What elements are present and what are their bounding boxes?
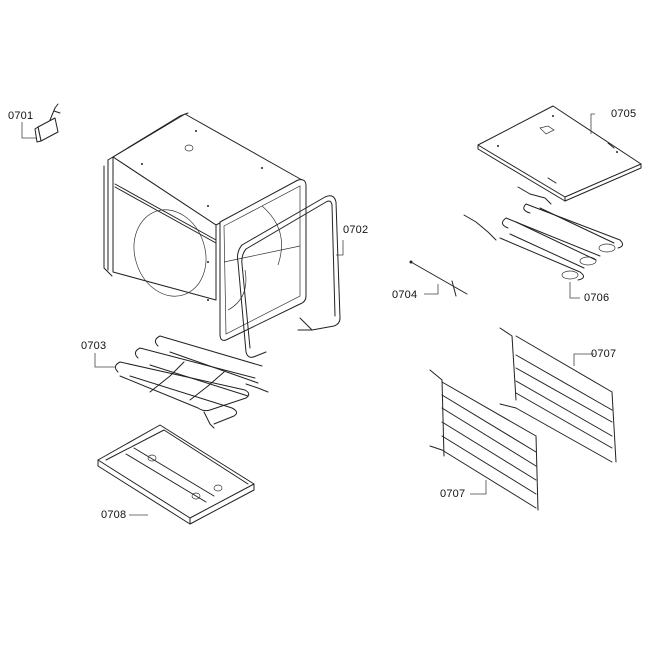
part-0704-probe <box>409 260 468 297</box>
part-0706-top-element <box>463 186 624 281</box>
part-0708-bottom-plate <box>97 424 255 525</box>
part-oven-cavity <box>103 112 307 341</box>
part-0701-sensor <box>34 103 61 143</box>
leader-lines <box>21 113 595 516</box>
part-0707-rack-left <box>429 369 539 511</box>
callout-0704: 0704 <box>392 289 418 301</box>
part-0703-bottom-element <box>114 335 269 429</box>
callout-0706: 0706 <box>584 292 610 304</box>
part-0702-gasket <box>237 195 341 358</box>
callout-0707-left: 0707 <box>440 488 466 500</box>
callout-0701: 0701 <box>8 110 34 122</box>
part-0705-top-plate <box>477 105 642 202</box>
callout-0707-right: 0707 <box>591 348 617 360</box>
callout-0708: 0708 <box>101 509 127 521</box>
callout-0702: 0702 <box>343 224 369 236</box>
callout-0705: 0705 <box>611 108 637 120</box>
callout-0703: 0703 <box>81 340 107 352</box>
part-0707-rack-right <box>499 327 617 463</box>
